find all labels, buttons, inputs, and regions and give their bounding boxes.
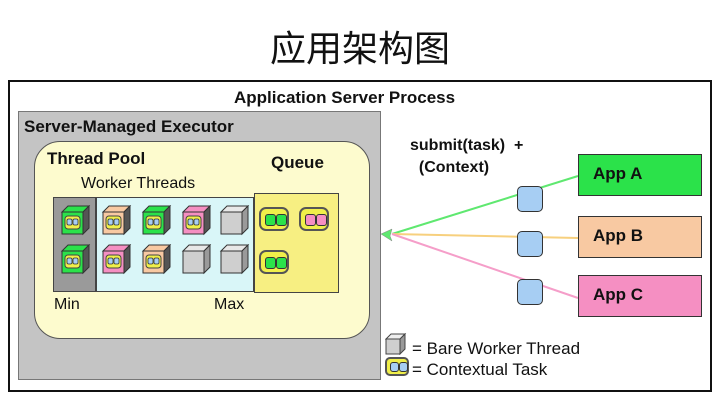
legend-contextual-task-text: = Contextual Task xyxy=(412,360,548,379)
queued-contextual-task-icon xyxy=(299,207,329,231)
worker-thread-with-task-icon xyxy=(141,244,172,275)
context-square-a xyxy=(517,186,543,212)
context-square-c xyxy=(517,279,543,305)
worker-thread-with-task-icon xyxy=(60,205,91,236)
submit-label-line2: (Context) xyxy=(410,159,490,176)
bare-worker-thread-icon xyxy=(219,244,250,275)
arrow-line-3 xyxy=(391,233,579,299)
queued-contextual-task-icon xyxy=(259,207,289,231)
bare-worker-thread-icon xyxy=(181,244,212,275)
worker-thread-with-task-icon xyxy=(101,205,132,236)
legend-contextual-task-icon xyxy=(385,357,409,376)
worker-thread-with-task-icon xyxy=(181,205,212,236)
worker-thread-with-task-icon xyxy=(60,244,91,275)
task-square xyxy=(316,214,327,226)
slide-title: 应用架构图 xyxy=(269,29,450,70)
legend-bare-thread-text: = Bare Worker Thread xyxy=(412,339,581,358)
server-managed-executor-title: Server-Managed Executor xyxy=(24,117,234,136)
min-label: Min xyxy=(54,296,80,313)
task-square xyxy=(276,257,287,269)
thread-pool-title: Thread Pool xyxy=(47,149,146,168)
bare-worker-thread-icon xyxy=(219,205,250,236)
task-square xyxy=(305,214,316,226)
app-b-box: App B xyxy=(578,216,702,258)
worker-thread-with-task-icon xyxy=(101,244,132,275)
application-server-process-title: Application Server Process xyxy=(234,88,456,107)
legend-bare-thread-icon xyxy=(385,333,407,355)
task-square xyxy=(265,214,276,226)
arrow-line-2 xyxy=(391,233,579,239)
max-label: Max xyxy=(214,296,245,313)
context-square-b xyxy=(517,231,543,257)
worker-threads-title: Worker Threads xyxy=(81,175,196,192)
worker-thread-with-task-icon xyxy=(141,205,172,236)
arrow-line-1 xyxy=(391,175,579,235)
submit-label: submit(task) + (Context) xyxy=(410,135,558,179)
task-square xyxy=(265,257,276,269)
app-c-box: App C xyxy=(578,275,702,317)
submit-label-line1: submit(task) + xyxy=(410,137,524,154)
task-square xyxy=(276,214,287,226)
arrow-head xyxy=(380,228,393,242)
queued-contextual-task-icon xyxy=(259,250,289,274)
queue-title: Queue xyxy=(271,153,324,172)
app-a-box: App A xyxy=(578,154,702,196)
